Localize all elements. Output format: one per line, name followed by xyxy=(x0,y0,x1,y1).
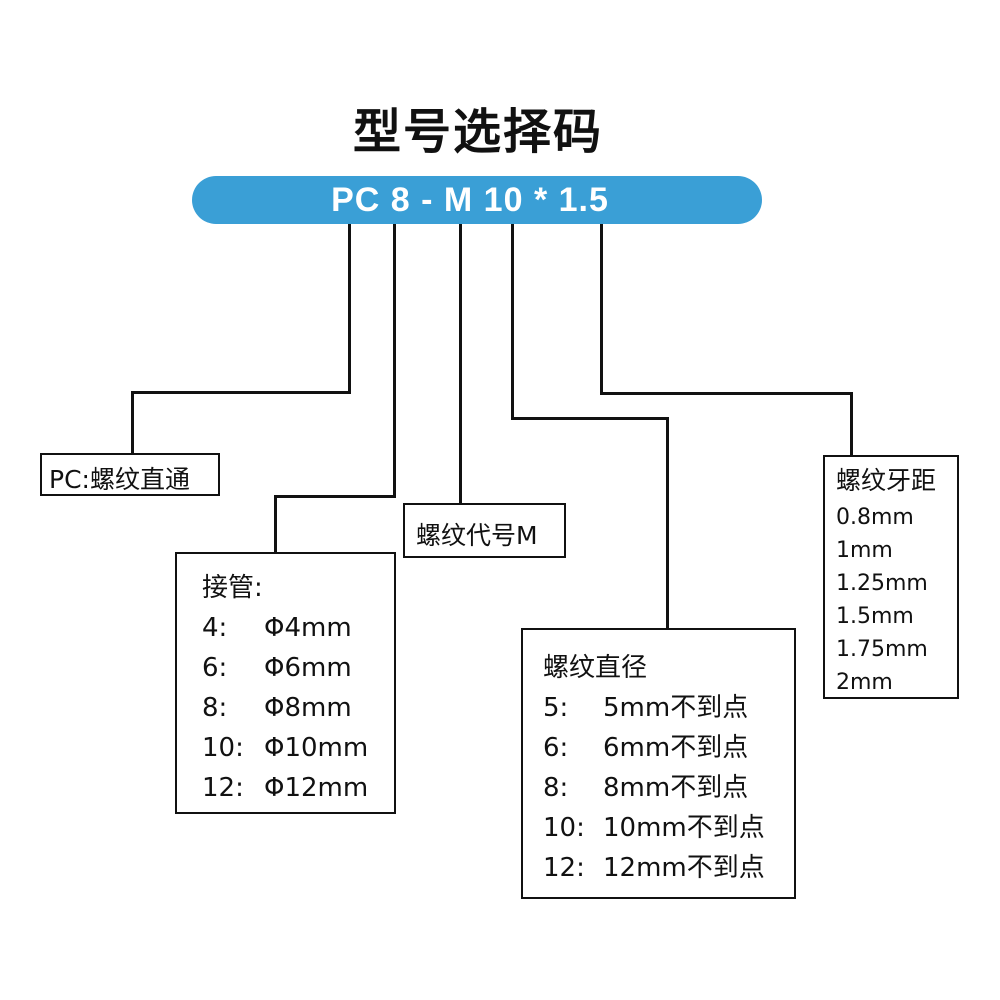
pitch-row: 1.25mm xyxy=(836,571,928,596)
thread-code-label: 螺纹代号M xyxy=(416,521,538,550)
diameter-row: 12:12mm不到点 xyxy=(543,853,765,883)
pitch-row: 0.8mm xyxy=(836,505,914,530)
pitch-row: 1.75mm xyxy=(836,637,928,662)
connector-tube-v2 xyxy=(274,495,277,553)
model-code-banner: PC 8 - M 10 * 1.5 xyxy=(192,176,762,224)
tube-size-box: 接管: 4:Φ4mm 6:Φ6mm 8:Φ8mm 10:Φ10mm 12:Φ12… xyxy=(175,552,396,814)
diameter-row: 8:8mm不到点 xyxy=(543,773,749,803)
connector-pitch-h xyxy=(600,392,853,395)
connector-thread-code xyxy=(459,224,462,504)
thread-diameter-box: 螺纹直径 5:5mm不到点 6:6mm不到点 8:8mm不到点 10:10mm不… xyxy=(521,628,796,899)
connector-pitch-v1 xyxy=(600,224,603,395)
connector-diameter-v2 xyxy=(666,417,669,629)
thread-pitch-box: 螺纹牙距 0.8mm 1mm 1.25mm 1.5mm 1.75mm 2mm xyxy=(823,455,959,699)
tube-row: 10:Φ10mm xyxy=(202,733,369,763)
type-label: PC:螺纹直通 xyxy=(49,465,190,494)
connector-type-v2 xyxy=(131,391,134,454)
tube-row: 6:Φ6mm xyxy=(202,653,352,683)
connector-diameter-h xyxy=(511,417,669,420)
diameter-row: 10:10mm不到点 xyxy=(543,813,765,843)
pitch-row: 1.5mm xyxy=(836,604,914,629)
diameter-row: 6:6mm不到点 xyxy=(543,733,749,763)
connector-tube-h xyxy=(274,495,396,498)
pitch-row: 1mm xyxy=(836,538,893,563)
thread-code-box: 螺纹代号M xyxy=(403,503,566,558)
diameter-row: 5:5mm不到点 xyxy=(543,693,749,723)
connector-type-v1 xyxy=(348,224,351,394)
tube-row: 4:Φ4mm xyxy=(202,613,352,643)
tube-heading: 接管: xyxy=(202,573,263,603)
model-code-text: PC 8 - M 10 * 1.5 xyxy=(331,180,609,219)
pitch-row: 2mm xyxy=(836,670,893,695)
tube-row: 12:Φ12mm xyxy=(202,773,369,803)
diameter-heading: 螺纹直径 xyxy=(543,653,648,683)
connector-tube-v1 xyxy=(393,224,396,498)
tube-row: 8:Φ8mm xyxy=(202,693,352,723)
connector-type-h xyxy=(131,391,351,394)
type-box: PC:螺纹直通 xyxy=(40,453,220,496)
connector-diameter-v1 xyxy=(511,224,514,420)
pitch-heading: 螺纹牙距 xyxy=(836,466,937,495)
connector-pitch-v2 xyxy=(850,392,853,456)
page-title: 型号选择码 xyxy=(352,104,603,160)
